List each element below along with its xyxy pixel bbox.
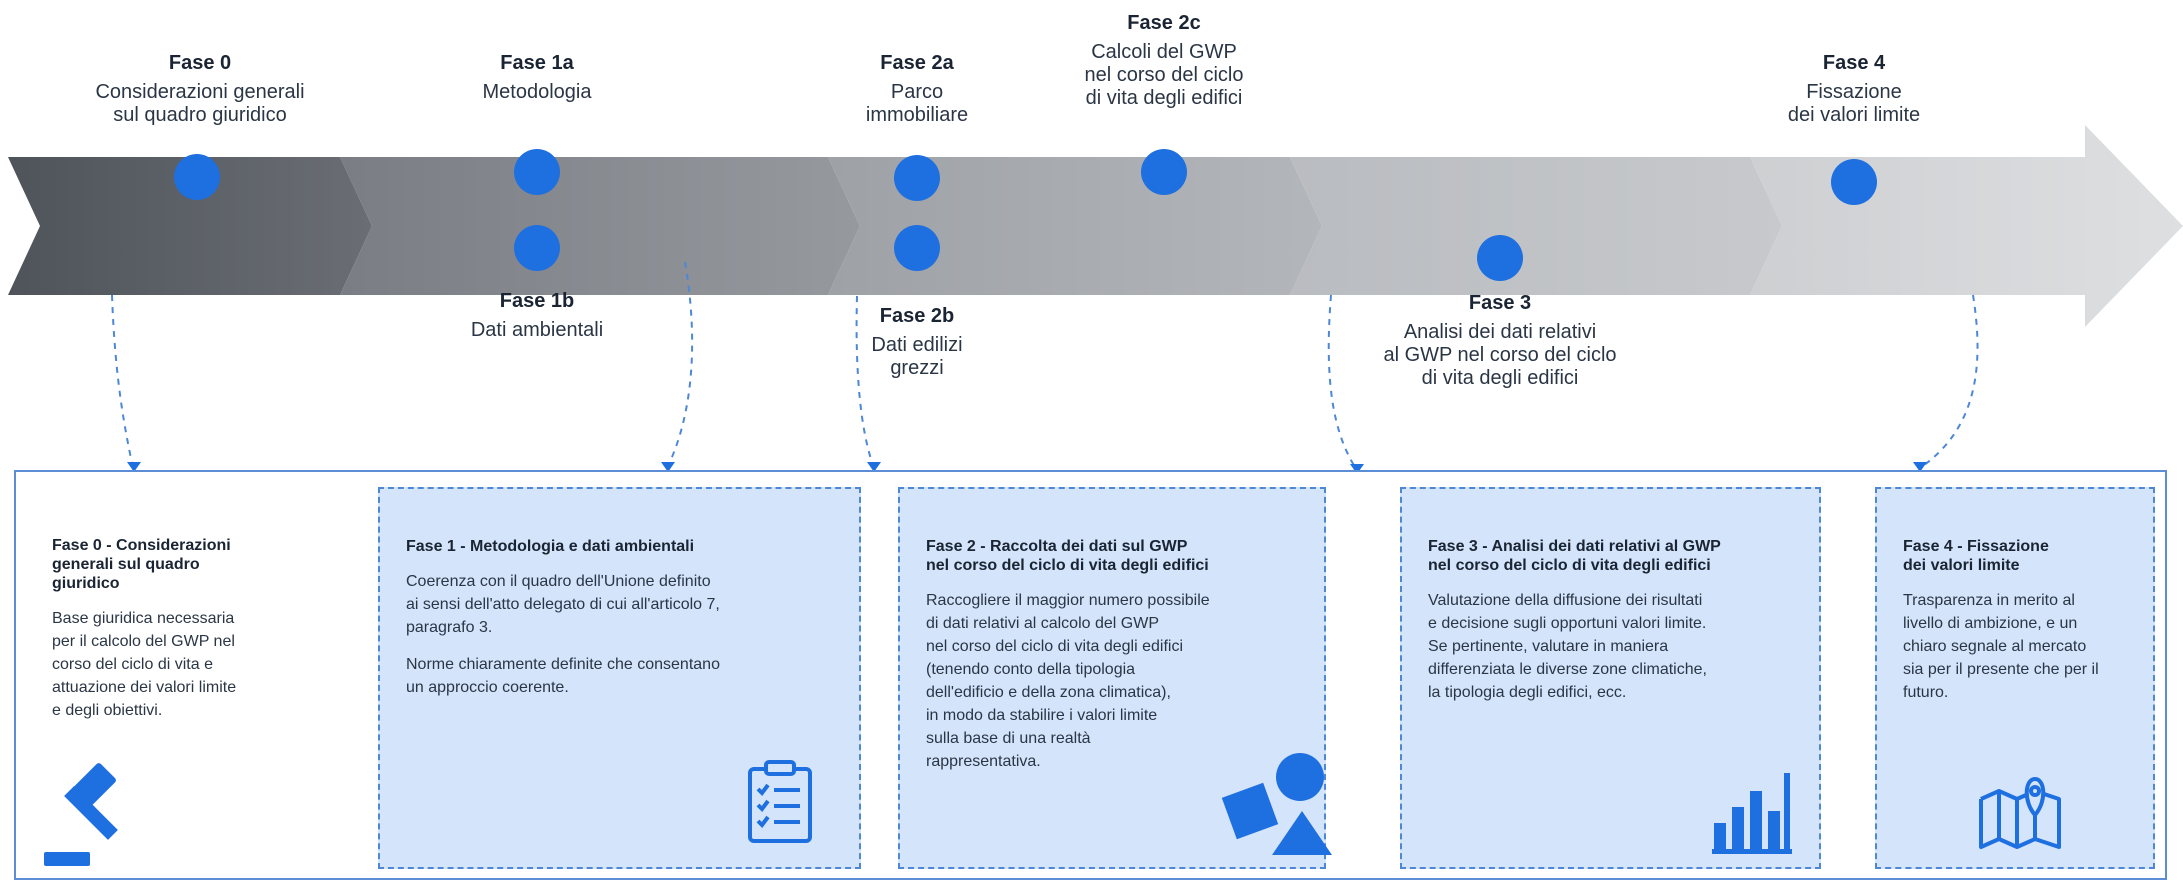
connector-arrowhead-fase-1 <box>661 462 675 470</box>
connector-fase-0 <box>111 294 134 469</box>
card-fase-2: Fase 2 - Raccolta dei dati sul GWP nel c… <box>898 487 1332 869</box>
connector-arrowhead-fase-2 <box>867 462 881 470</box>
clipboard-checklist-icon <box>748 760 812 843</box>
card-fase-1: Fase 1 - Metodologia e dati ambientali C… <box>378 487 861 869</box>
connector-fase-2 <box>855 295 875 469</box>
phase-desc: Metodologia <box>482 81 592 103</box>
milestone-dot-fase-4 <box>1831 159 1877 205</box>
card-title: Fase 2 - Raccolta dei dati sul GWP nel c… <box>926 538 1209 574</box>
card-body: Base giuridica necessaria per il calcolo… <box>52 610 237 719</box>
phase-label-fase-2c: Fase 2c Calcoli del GWP nel corso del ci… <box>1085 12 1244 110</box>
milestone-dot-fase-0 <box>174 154 220 200</box>
phase-title: Fase 1a <box>500 52 574 74</box>
phase-label-fase-4: Fase 4 Fissazione dei valori limite <box>1788 52 1920 127</box>
phase-desc: Calcoli del GWP nel corso del ciclo di v… <box>1084 41 1244 109</box>
phase-title: Fase 2a <box>880 52 954 74</box>
phase-title: Fase 4 <box>1822 52 1886 74</box>
card-body-secondary: Norme chiaramente definite che consentan… <box>406 656 720 696</box>
bar-chart-icon <box>1712 773 1792 854</box>
card-body: Trasparenza in merito al livello di ambi… <box>1903 592 2099 701</box>
card-fase-4: Fase 4 - Fissazione dei valori limite Tr… <box>1875 487 2155 869</box>
phase-title: Fase 3 <box>1468 292 1532 314</box>
phase-title: Fase 2c <box>1127 12 1201 34</box>
timeline-arrow <box>8 125 2183 470</box>
milestone-dot-fase-1b <box>514 225 560 271</box>
milestone-dot-fase-2a <box>894 155 940 201</box>
card-fase-0: Fase 0 - Considerazioni generali sul qua… <box>26 480 346 875</box>
card-body: Valutazione della diffusione dei risulta… <box>1428 592 1707 701</box>
map-pin-icon <box>1979 777 2061 849</box>
connector-fase-4 <box>1919 294 1979 469</box>
arrow-segment-4 <box>1750 125 2183 327</box>
milestone-dot-fase-2b <box>894 225 940 271</box>
phase-label-fase-2a: Fase 2a Parco immobiliare <box>866 52 968 127</box>
card-title: Fase 1 - Metodologia e dati ambientali <box>406 538 695 555</box>
gavel-icon <box>44 763 118 866</box>
arrow-segment-3 <box>1290 157 1782 295</box>
connector-arrowhead-fase-3 <box>1350 464 1364 470</box>
phase-desc: Parco immobiliare <box>865 81 969 126</box>
card-body: Coerenza con il quadro dell'Unione defin… <box>406 573 720 636</box>
arrow-segment-2 <box>828 157 1322 295</box>
milestone-dot-fase-3 <box>1477 235 1523 281</box>
phase-label-fase-1b: Fase 1b Dati ambientali <box>471 290 603 342</box>
phase-title: Fase 0 <box>168 52 232 74</box>
card-fase-3: Fase 3 - Analisi dei dati relativi al GW… <box>1400 487 1821 869</box>
arrow-segment-0 <box>8 157 372 295</box>
phase-desc: Dati edilizi grezzi <box>871 334 963 379</box>
phase-label-fase-3: Fase 3 Analisi dei dati relativi al GWP … <box>1383 292 1616 390</box>
card-title: Fase 3 - Analisi dei dati relativi al GW… <box>1428 538 1721 574</box>
phase-label-fase-0: Fase 0 Considerazioni generali sul quadr… <box>95 52 304 127</box>
phase-title: Fase 2b <box>879 305 955 327</box>
phase-title: Fase 1b <box>499 290 575 312</box>
connector-arrowhead-fase-0 <box>127 462 141 470</box>
milestone-dot-fase-2c <box>1141 149 1187 195</box>
card-title: Fase 0 - Considerazioni generali sul qua… <box>52 537 231 592</box>
card-body: Raccogliere il maggior numero possibile … <box>926 592 1210 770</box>
milestone-dot-fase-1a <box>514 149 560 195</box>
phase-desc: Dati ambientali <box>470 319 604 341</box>
phase-desc: Analisi dei dati relativi al GWP nel cor… <box>1383 321 1617 389</box>
connector-fase-3 <box>1327 294 1358 470</box>
phase-desc: Fissazione dei valori limite <box>1787 81 1921 126</box>
phase-label-fase-1a: Fase 1a Metodologia <box>483 52 592 104</box>
card-title: Fase 4 - Fissazione dei valori limite <box>1903 538 2049 574</box>
shapes-icon <box>1221 753 1332 855</box>
phase-label-fase-2b: Fase 2b Dati edilizi grezzi <box>871 305 962 380</box>
arrow-segment-1 <box>340 157 860 295</box>
phase-desc: Considerazioni generali sul quadro giuri… <box>95 81 305 126</box>
connector-arrowhead-fase-4 <box>1913 462 1927 470</box>
